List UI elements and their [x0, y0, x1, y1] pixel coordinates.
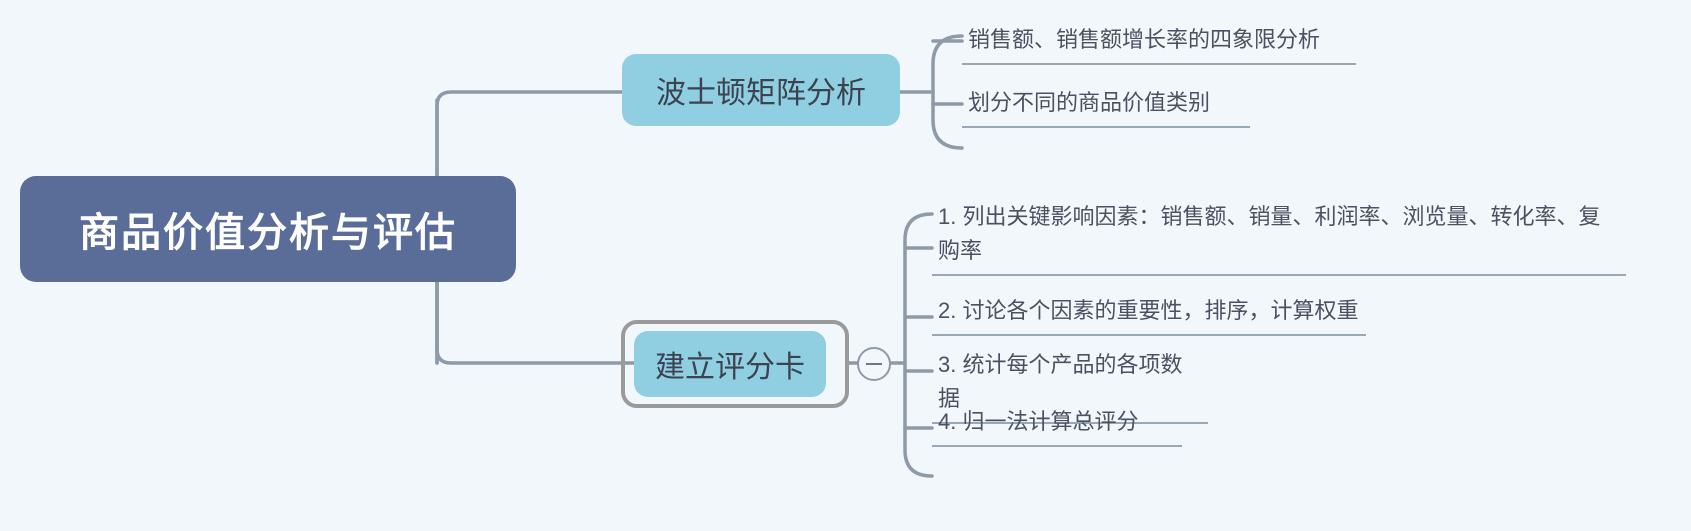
- branch-node-boston-matrix[interactable]: 波士顿矩阵分析: [622, 54, 900, 126]
- leaf-item[interactable]: 2. 讨论各个因素的重要性，排序，计算权重: [932, 294, 1366, 336]
- branch-node-scorecard[interactable]: 建立评分卡: [634, 331, 826, 397]
- root-node[interactable]: 商品价值分析与评估: [20, 176, 516, 282]
- leaf-item[interactable]: 3. 统计每个产品的各项数据: [932, 348, 1208, 424]
- leaf-item[interactable]: 划分不同的商品价值类别: [962, 86, 1250, 128]
- branch-node-label: 波士顿矩阵分析: [656, 77, 866, 110]
- branch-node-label: 建立评分卡: [655, 351, 805, 384]
- leaf-item[interactable]: 4. 归一法计算总评分: [932, 405, 1182, 447]
- root-node-label: 商品价值分析与评估: [79, 211, 457, 255]
- leaf-item[interactable]: 销售额、销售额增长率的四象限分析: [962, 23, 1356, 65]
- leaf-item[interactable]: 1. 列出关键影响因素：销售额、销量、利润率、浏览量、转化率、复购率: [932, 200, 1626, 276]
- minus-circle-icon[interactable]: [857, 347, 891, 381]
- branch-node-selection-frame: [621, 320, 849, 408]
